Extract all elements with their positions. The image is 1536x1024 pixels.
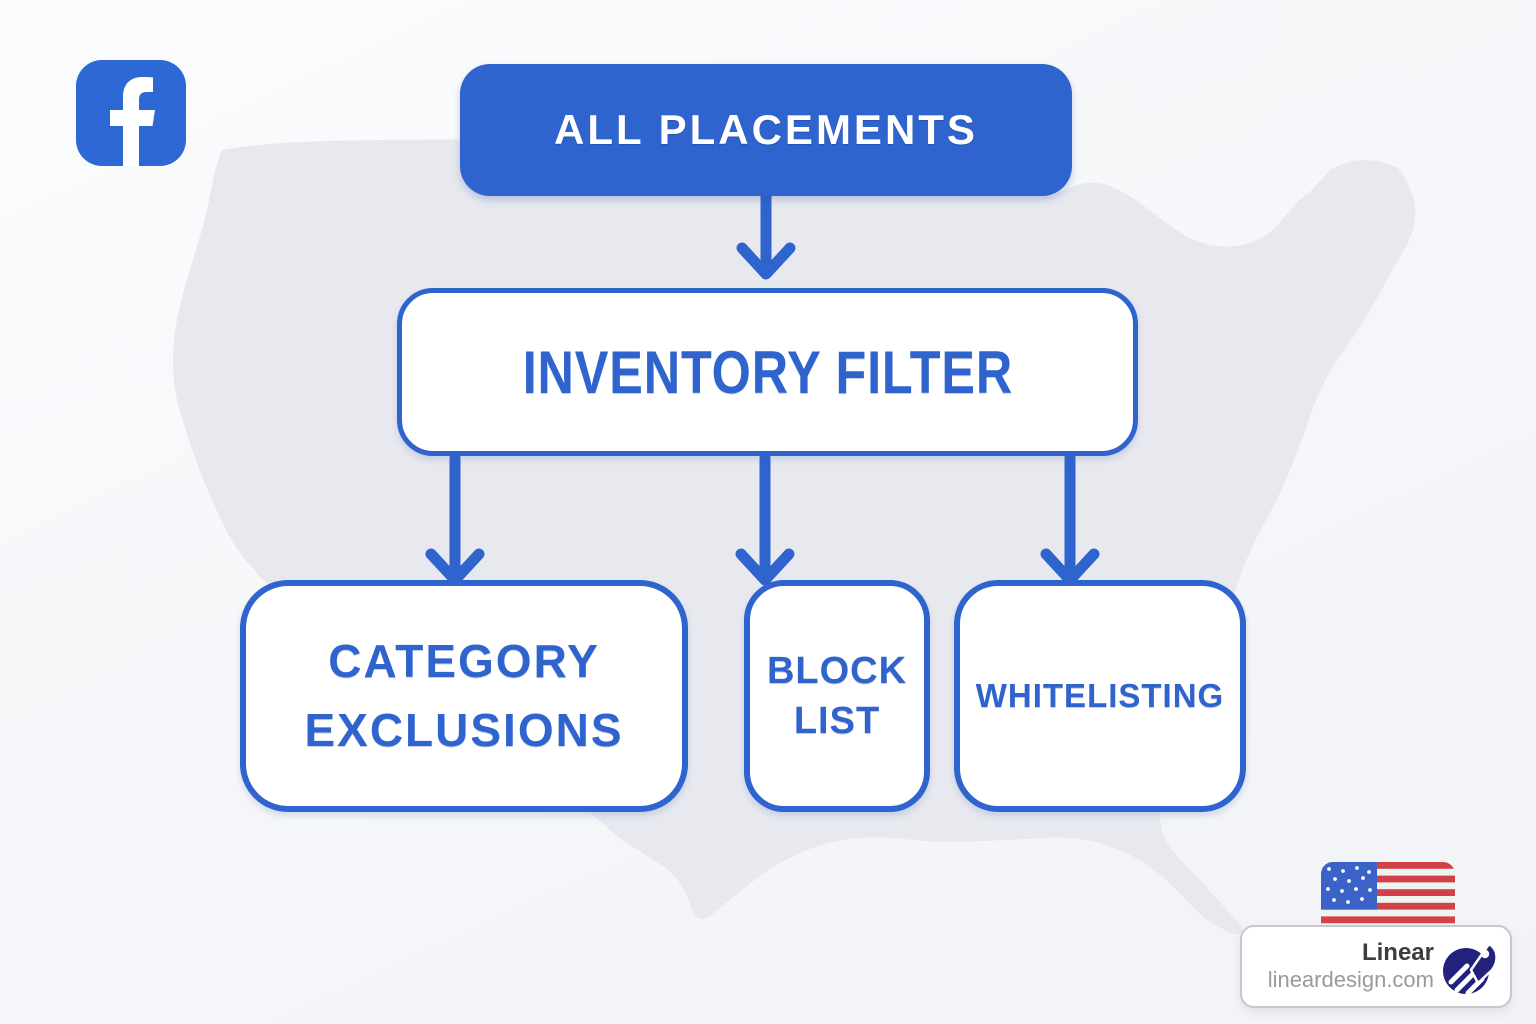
node-all-placements: ALL PLACEMENTS xyxy=(460,64,1072,196)
node-whitelisting: WHITELISTING xyxy=(954,580,1246,812)
node-all-placements-label: ALL PLACEMENTS xyxy=(554,106,978,153)
node-block-list: BLOCK LIST xyxy=(744,580,930,812)
brand-url: lineardesign.com xyxy=(1267,966,1434,992)
node-inventory-filter-label: INVENTORY FILTER xyxy=(522,338,1013,406)
facebook-f-icon xyxy=(76,60,186,166)
watermark-card: Linear lineardesign.com xyxy=(1240,925,1512,1008)
node-whitelisting-label: WHITELISTING xyxy=(975,677,1225,714)
rocket-icon xyxy=(1443,942,1498,995)
node-block-list-label: BLOCK LIST xyxy=(766,649,908,742)
brand-name: Linear xyxy=(1361,939,1434,967)
node-category-exclusions-label: CATEGORY EXCLUSIONS xyxy=(304,635,624,756)
node-inventory-filter: INVENTORY FILTER xyxy=(397,288,1138,456)
node-category-exclusions: CATEGORY EXCLUSIONS xyxy=(240,580,688,812)
watermark-text: Linear lineardesign.com xyxy=(1267,939,1434,993)
